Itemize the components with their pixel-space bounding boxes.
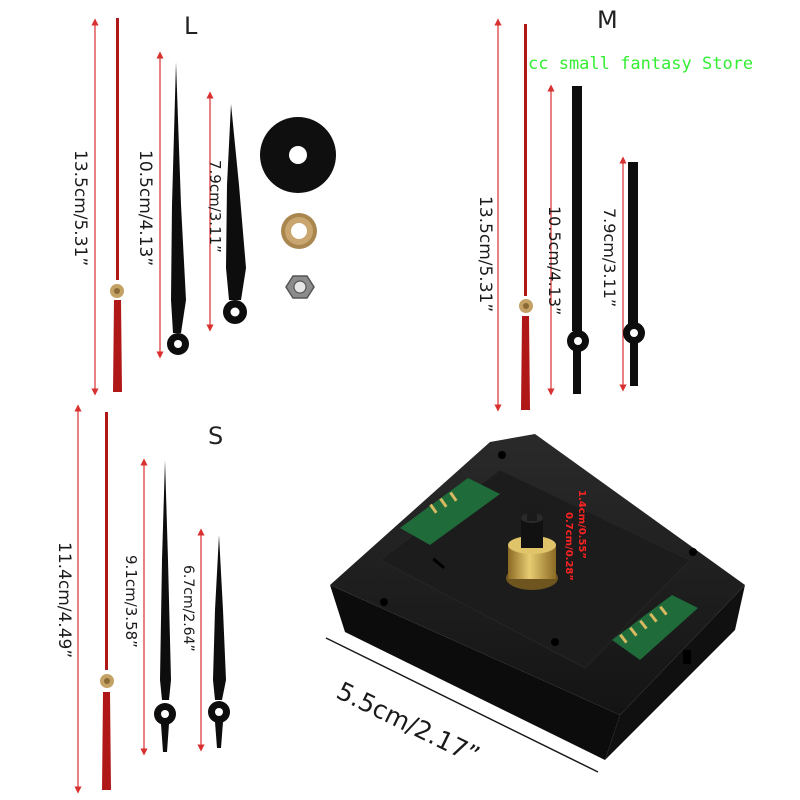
dimension-label-l-second: 13.5cm/5.31” (70, 150, 90, 267)
brass-shaft (506, 505, 558, 590)
minute-hand-l (167, 62, 189, 355)
dimension-label-m-second: 13.5cm/5.31” (475, 196, 495, 313)
set-label-l: L (184, 12, 198, 40)
set-label-m: M (597, 6, 618, 34)
hex-nut (285, 275, 315, 299)
dimension-label-s-minute: 9.1cm/3.58” (122, 555, 140, 648)
set-label-s: S (208, 422, 224, 450)
minute-hand-s (154, 460, 176, 752)
hour-hand-l (223, 104, 247, 324)
dimension-label-l-hour: 7.9cm/3.11” (206, 160, 224, 253)
second-hand-m (519, 24, 533, 410)
set-l-hands (91, 18, 336, 396)
dimension-label-m-hour: 7.9cm/3.11” (600, 208, 619, 308)
second-hand-l (110, 18, 124, 392)
clock-movement (330, 434, 745, 760)
dimension-line-movement-width (325, 637, 599, 773)
set-m-hands (494, 18, 645, 412)
pcb-board-left (400, 478, 500, 545)
thread-length-label: 0.7cm/0.28” (563, 512, 574, 581)
screw-hole (498, 451, 506, 459)
pcb-board-right (612, 595, 698, 660)
hour-hand-s (208, 535, 230, 748)
brass-washer (281, 213, 317, 249)
minute-hand-m (567, 86, 589, 394)
store-watermark: cc small fantasy Store (528, 54, 754, 74)
hour-hand-m (623, 162, 645, 386)
dimension-label-s-second: 11.4cm/4.49” (54, 542, 74, 659)
set-s-hands (74, 404, 230, 794)
dimension-label-m-minute: 10.5cm/4.13” (545, 206, 564, 316)
screw-hole (689, 548, 697, 556)
screw-hole (551, 638, 559, 646)
rubber-washer (260, 117, 336, 193)
dimension-label-s-hour: 6.7cm/2.64” (180, 565, 196, 652)
dimension-label-l-minute: 10.5cm/4.13” (135, 150, 155, 267)
second-hand-s (100, 412, 114, 790)
screw-hole (380, 598, 388, 606)
shaft-length-label: 1.4cm/0.55” (576, 490, 587, 559)
